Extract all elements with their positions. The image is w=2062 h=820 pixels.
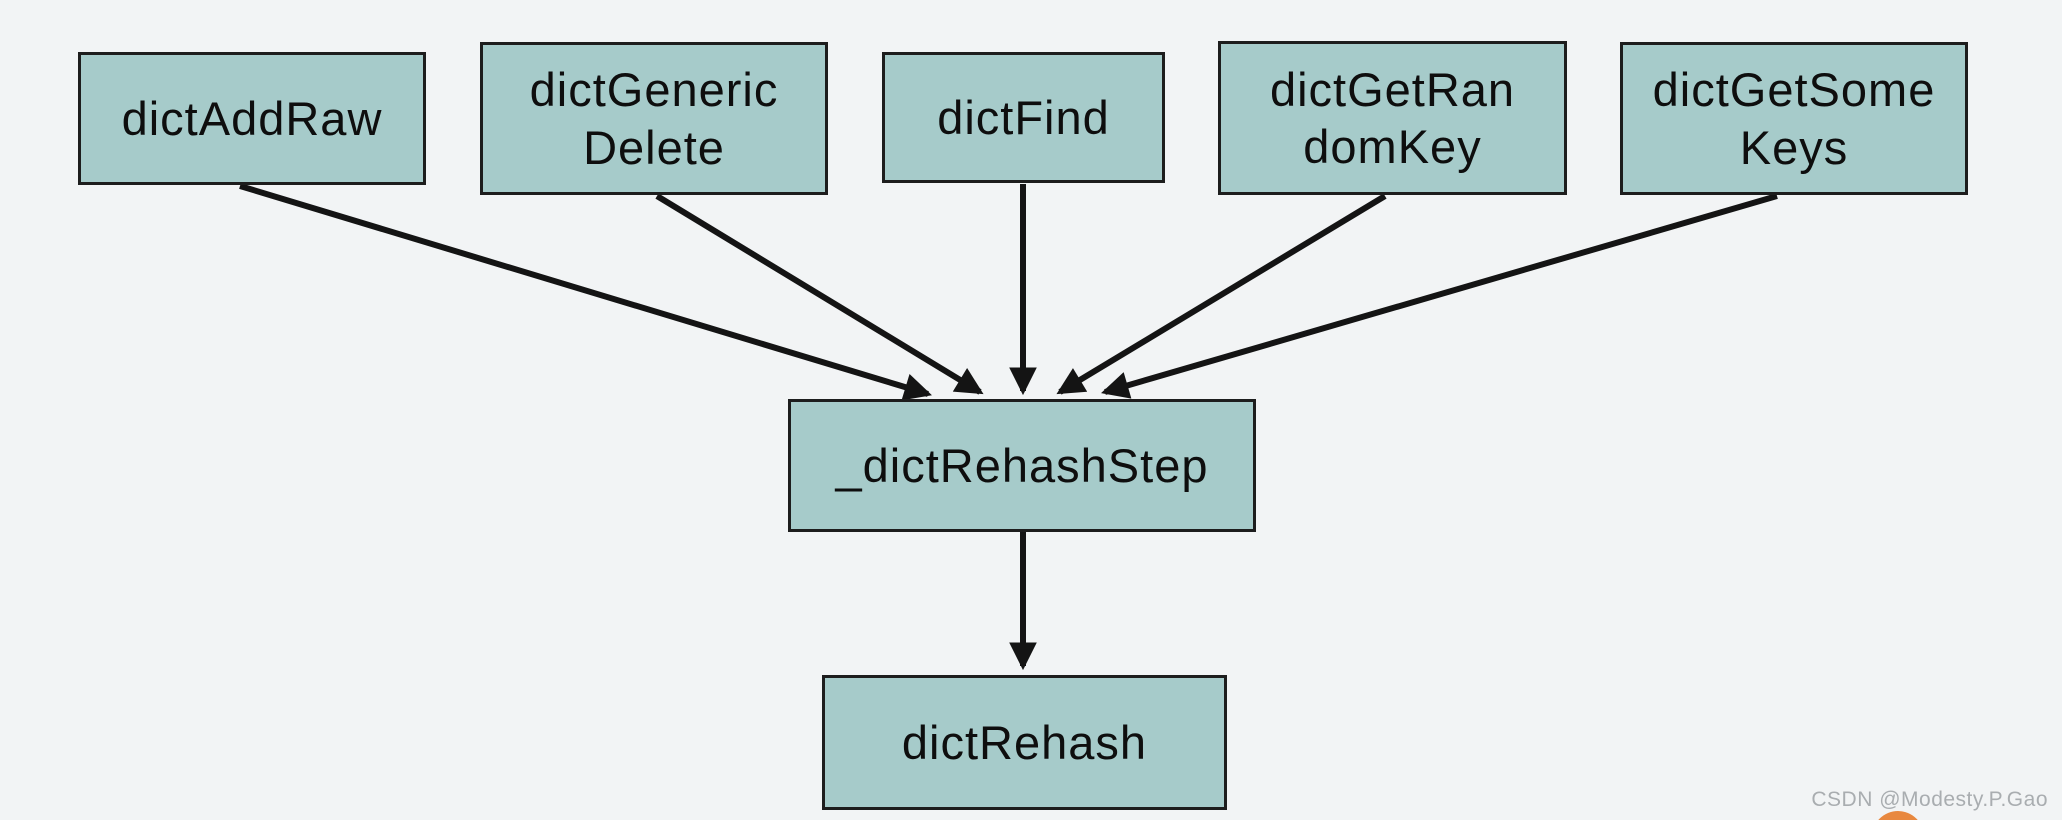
node-label-line: dictGeneric — [529, 63, 779, 117]
node-label-line: Delete — [583, 120, 725, 174]
node-label-line: dictGetSome — [1652, 63, 1936, 117]
node-label-line: dictGetRan — [1269, 62, 1516, 116]
node-label-line: domKey — [1303, 120, 1482, 173]
csdn-logo-fragment — [1872, 811, 1924, 820]
node-_dictRehashStep: _dictRehashStep — [788, 399, 1256, 532]
node-label-line: dictRehash — [901, 715, 1148, 769]
node-label-line: _dictRehashStep — [835, 438, 1209, 492]
node-dictFind: dictFind — [882, 52, 1165, 183]
node-label-line: Keys — [1739, 120, 1849, 174]
watermark-text: CSDN @Modesty.P.Gao — [1811, 788, 2048, 811]
edge-dictGenericDelete-to-_dictRehashStep — [655, 193, 984, 395]
node-dictRehash: dictRehash — [822, 675, 1227, 810]
edge-dictGetRandomKey-to-_dictRehashStep — [1056, 193, 1387, 395]
edge-dictAddRaw-to-_dictRehashStep — [239, 183, 932, 401]
node-label-line: dictAddRaw — [121, 91, 383, 145]
edge-dictGetSomeKeys-to-_dictRehashStep — [1101, 193, 1778, 399]
node-label-line: dictFind — [937, 90, 1110, 144]
node-dictAddRaw: dictAddRaw — [78, 52, 426, 185]
